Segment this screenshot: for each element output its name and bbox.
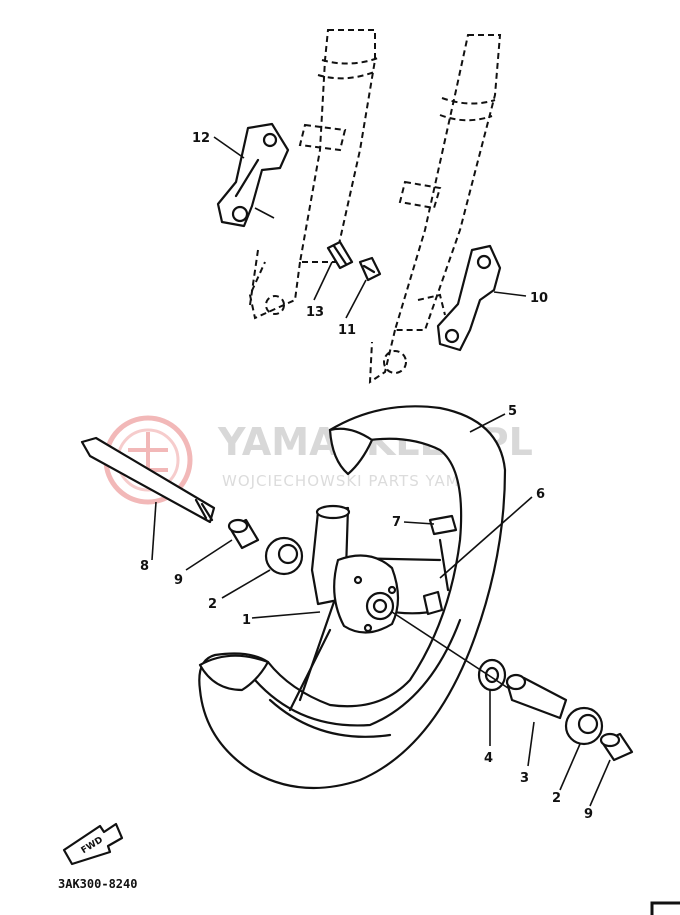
callout-6: 6 [536, 487, 545, 502]
callout-2-right: 2 [552, 791, 561, 806]
callout-9-left: 9 [174, 573, 183, 588]
part-12-caliper-bracket[interactable] [216, 122, 290, 228]
callout-10: 10 [530, 291, 548, 306]
part-2-bearing-right[interactable] [564, 706, 604, 746]
part-9-collar-left[interactable] [227, 518, 260, 550]
watermark-subtitle: WOJCIECHOWSKI PARTS YAMAHA [222, 472, 495, 490]
part-3-spacer[interactable] [505, 673, 568, 720]
part-11-bolt[interactable] [358, 256, 382, 282]
callout-13: 13 [306, 305, 324, 320]
callout-1: 1 [242, 613, 251, 628]
callout-3: 3 [520, 771, 529, 786]
callout-5: 5 [508, 404, 517, 419]
callout-9-right: 9 [584, 807, 593, 822]
callout-7: 7 [392, 515, 401, 530]
part-9-collar-right[interactable] [599, 732, 634, 762]
part-7-valve[interactable] [428, 514, 458, 536]
part-10-caliper-bracket[interactable] [436, 244, 502, 352]
callout-4: 4 [484, 751, 493, 766]
axle-centerline [391, 611, 509, 689]
part-1-hub[interactable] [310, 504, 400, 634]
callout-8: 8 [140, 559, 149, 574]
callout-11: 11 [338, 323, 356, 338]
part-2-bearing-left[interactable] [264, 536, 304, 576]
part-5-tire[interactable] [198, 405, 507, 790]
part-4-seal[interactable] [477, 658, 507, 692]
front-fork [248, 29, 502, 384]
part-8-axle[interactable] [80, 436, 216, 524]
fwd-arrow-badge: FWD [62, 822, 124, 866]
callout-12: 12 [192, 131, 210, 146]
part-13-bolt[interactable] [326, 240, 354, 270]
callout-2-left: 2 [208, 597, 217, 612]
leader-lines [151, 136, 611, 807]
callout-labels: 12 13 11 10 5 6 7 8 9 2 1 4 3 2 9 [140, 131, 593, 822]
frame-corner-mark [650, 901, 680, 915]
diagram-code: 3AK300-8240 [58, 877, 137, 891]
part-6-bolt[interactable] [422, 590, 444, 616]
